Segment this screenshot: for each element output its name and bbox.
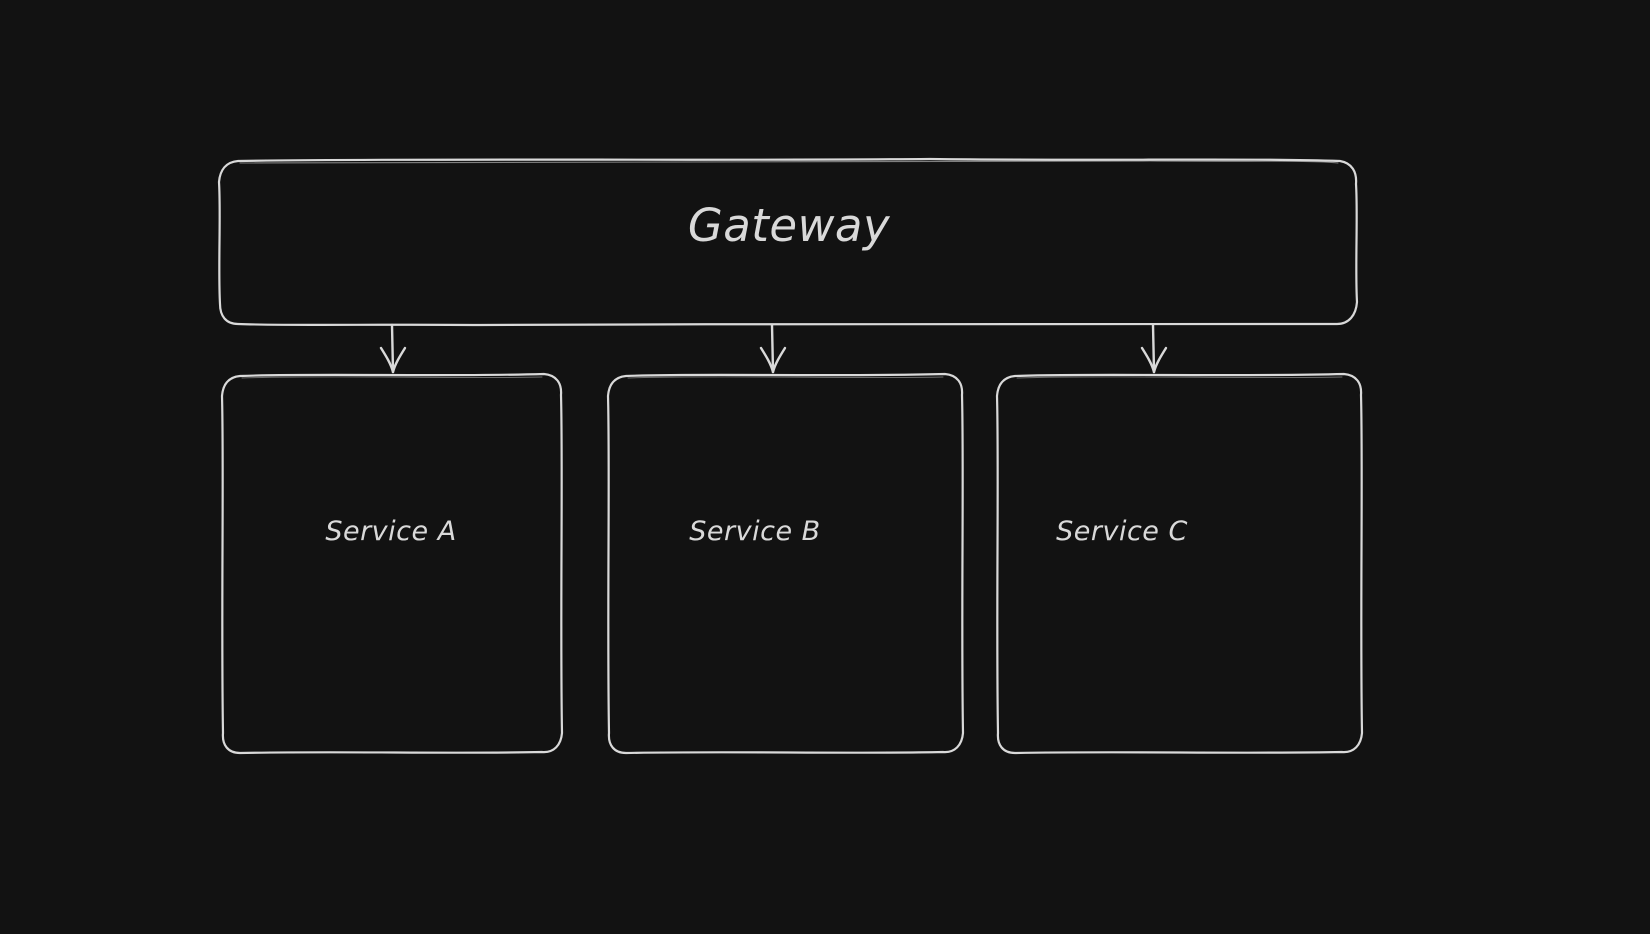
node-service-a-label: Service A <box>325 516 457 547</box>
edge-gateway-service-b[interactable] <box>759 323 787 374</box>
node-gateway-label: Gateway <box>687 199 891 252</box>
edge-gateway-service-a[interactable] <box>379 323 407 374</box>
node-service-b-shape[interactable] <box>606 372 965 755</box>
node-service-b-label: Service B <box>689 516 821 547</box>
node-service-a-shape[interactable] <box>220 372 564 755</box>
edge-gateway-service-c[interactable] <box>1140 323 1168 374</box>
node-service-c-label: Service C <box>1056 516 1188 547</box>
node-service-c-shape[interactable] <box>995 372 1364 755</box>
